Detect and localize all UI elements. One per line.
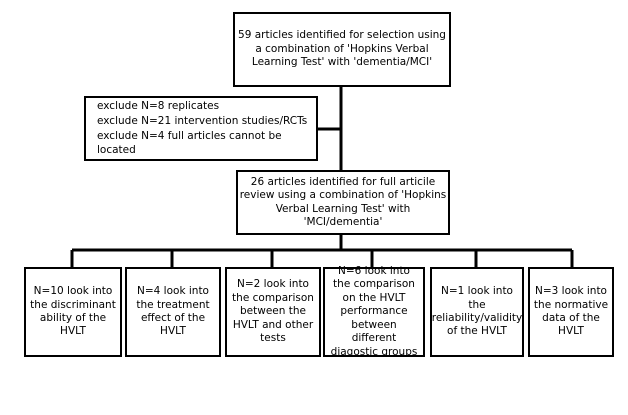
text-line: 59 articles identified for selection usi… xyxy=(238,29,446,55)
text-line: treatment effect xyxy=(140,298,210,324)
full-review-text: 26 articles identified for full articile… xyxy=(238,176,448,230)
text-line: N=1 look into the xyxy=(441,285,513,311)
text-line: HVLT performance xyxy=(340,291,408,318)
text-line: Verbal Learning Test' with xyxy=(275,202,411,215)
exclusion-item: exclude N=21 intervention studies/RCTs xyxy=(97,115,308,128)
text-line: the discriminant xyxy=(30,298,116,311)
text-line: the normative xyxy=(533,298,609,311)
text-line: 'MCI/dementia' xyxy=(303,215,383,228)
text-line: of the HVLT xyxy=(447,325,507,338)
text-line: HVLT and other xyxy=(232,318,314,331)
identified-articles-box: 59 articles identified for selection usi… xyxy=(233,12,451,87)
text-line: tests xyxy=(260,332,286,345)
full-review-box: 26 articles identified for full articile… xyxy=(236,170,450,235)
exclusion-item: exclude N=4 full articles cannot be loca… xyxy=(97,130,282,156)
category-box-diagnostic-groups: N=6 look into the comparison on the HVLT… xyxy=(323,264,425,358)
category-box-other-tests: N=2 look into the comparison between the… xyxy=(225,267,321,357)
text-line: review using a combination of 'Hopkins xyxy=(239,189,447,202)
text-line: N=4 look into the xyxy=(136,285,209,311)
text-line: comparison xyxy=(252,291,314,304)
text-line: HVLT xyxy=(558,325,584,338)
text-line: reliability/validity xyxy=(431,312,523,324)
text-line: between different xyxy=(351,318,397,345)
text-line: comparison on the xyxy=(342,278,415,304)
category-box-treatment-effect: N=4 look into the treatment effect of th… xyxy=(125,267,221,357)
text-line: Test' with 'dementia/MCI' xyxy=(300,56,433,69)
text-line: data of the xyxy=(542,312,600,324)
text-line: 26 articles identified for full articile xyxy=(250,175,436,188)
category-box-discriminant: N=10 look into the discriminant ability … xyxy=(24,267,122,357)
text-line: HVLT xyxy=(60,325,86,338)
text-line: N=2 look into the xyxy=(232,278,309,304)
category-box-reliability: N=1 look into the reliability/validity o… xyxy=(430,267,524,357)
text-line: of the HVLT xyxy=(160,312,206,338)
text-line: diagostic groups xyxy=(330,345,418,358)
text-line: N=10 look into xyxy=(33,285,113,298)
exclusion-item: exclude N=8 replicates xyxy=(97,99,220,112)
text-line: combination of 'Hopkins Verbal Learning xyxy=(251,42,429,69)
identified-articles-text: 59 articles identified for selection usi… xyxy=(235,29,449,69)
text-line: ability of the xyxy=(39,312,107,324)
exclusion-box: exclude N=8 replicates exclude N=21 inte… xyxy=(84,96,318,161)
text-line: between the xyxy=(240,305,306,318)
text-line: N=3 look into xyxy=(535,285,607,298)
category-box-normative-data: N=3 look into the normative data of the … xyxy=(528,267,614,357)
text-line: N=6 look into the xyxy=(333,264,410,291)
